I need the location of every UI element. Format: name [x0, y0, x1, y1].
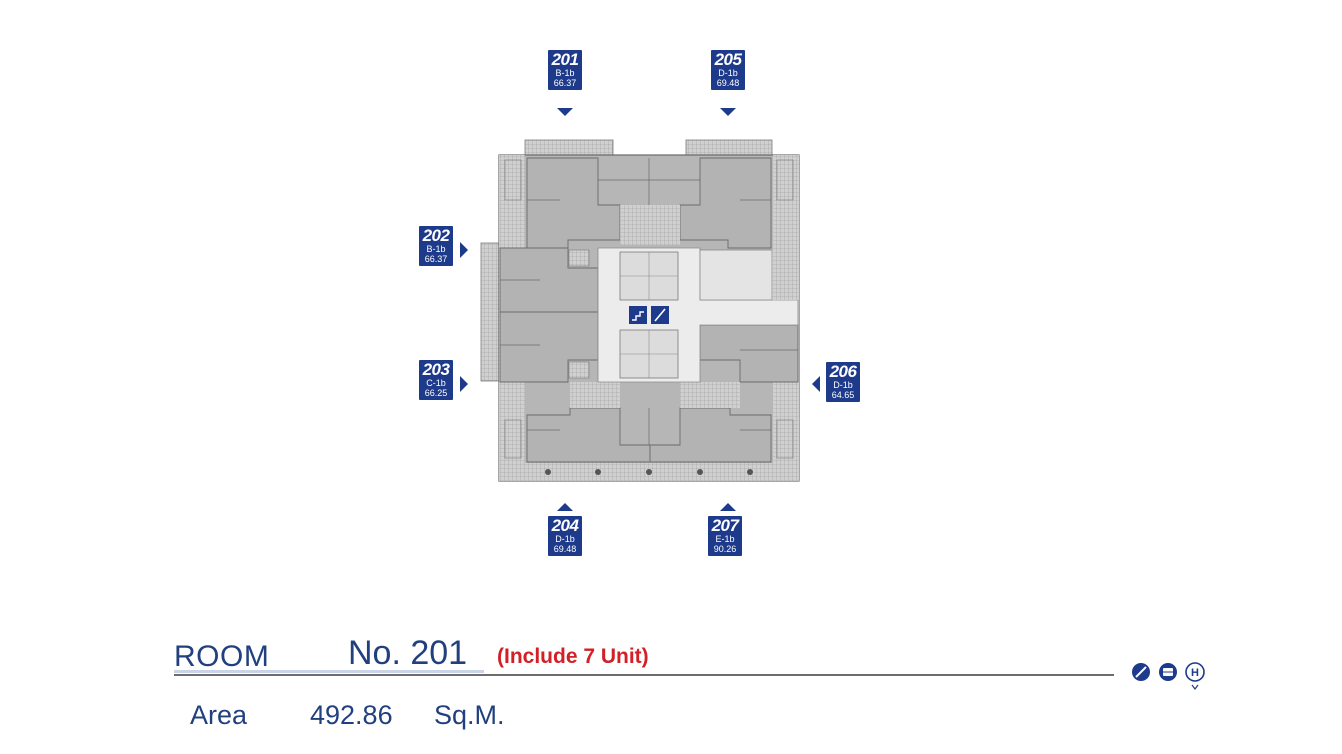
balcony-left: [480, 242, 500, 382]
stair-block: [772, 250, 798, 300]
arrow-right-icon: [460, 376, 468, 392]
area-label: Area: [190, 700, 248, 730]
unit-type: E-1b: [715, 534, 735, 544]
unit-type: D-1b: [555, 534, 575, 544]
area-unit: Sq.M.: [434, 700, 505, 730]
unit-tag-204[interactable]: 204 D-1b 69.48: [548, 516, 582, 556]
core-stairs-icon: [629, 306, 647, 324]
unit-area: 64.65: [831, 390, 855, 400]
unit-type: D-1b: [718, 68, 738, 78]
unit-number: 206: [829, 362, 857, 381]
unit-number: 202: [422, 226, 450, 245]
arrow-down-icon: [557, 108, 573, 116]
arrow-left-icon: [812, 376, 820, 392]
unit-area: 69.48: [716, 78, 740, 88]
arrow-down-icon: [720, 108, 736, 116]
unit-area: 66.37: [553, 78, 577, 88]
unit-tag-206[interactable]: 206 D-1b 64.65: [826, 362, 860, 402]
unit-tag-205[interactable]: 205 D-1b 69.48: [711, 50, 745, 90]
title-underline-accent: [174, 670, 484, 673]
unit-type: D-1b: [833, 380, 853, 390]
unit-tag-202[interactable]: 202 B-1b 66.37: [419, 226, 453, 266]
unit-tag-203[interactable]: 203 C-1b 66.25: [419, 360, 453, 400]
balcony-top-left: [524, 139, 614, 157]
balcony-top-right: [685, 139, 773, 157]
core-room-right: [699, 249, 773, 301]
corridor-upper: [620, 205, 680, 245]
area-value: 492.86: [310, 700, 393, 730]
floor-plan: [480, 139, 800, 482]
unit-number: 201: [551, 50, 579, 69]
unit-tag-201[interactable]: 201 B-1b 66.37: [548, 50, 582, 90]
unit-number: 207: [711, 516, 739, 535]
arrow-up-icon: [557, 503, 573, 511]
corridor-lower-right: [680, 382, 740, 408]
room-label: ROOM: [174, 640, 270, 673]
unit-block-205: [679, 157, 772, 249]
unit-area: 66.37: [424, 254, 448, 264]
room-number: No. 201: [348, 634, 468, 672]
fire-hose-icon: H: [1185, 662, 1205, 690]
arrow-right-icon: [460, 242, 468, 258]
arrow-up-icon: [720, 503, 736, 511]
unit-area: 66.25: [424, 388, 448, 398]
room-unit-note: (Include 7 Unit): [497, 645, 649, 668]
unit-area: 69.48: [553, 544, 577, 554]
unit-type: B-1b: [555, 68, 575, 78]
unit-number: 205: [714, 50, 742, 69]
title-underline: [174, 674, 1114, 676]
unit-number: 203: [422, 360, 450, 379]
unit-number: 204: [551, 516, 579, 535]
stairs-icon: [1132, 663, 1150, 681]
corridor-lower-left: [570, 382, 620, 408]
elevator-icon: [1159, 663, 1177, 681]
unit-area: 90.26: [713, 544, 737, 554]
unit-tag-207[interactable]: 207 E-1b 90.26: [708, 516, 742, 556]
unit-type: B-1b: [426, 244, 446, 254]
unit-block-207: [649, 407, 772, 463]
svg-text:H: H: [1191, 667, 1199, 679]
unit-type: C-1b: [426, 378, 446, 388]
unit-block-204: [526, 407, 651, 463]
